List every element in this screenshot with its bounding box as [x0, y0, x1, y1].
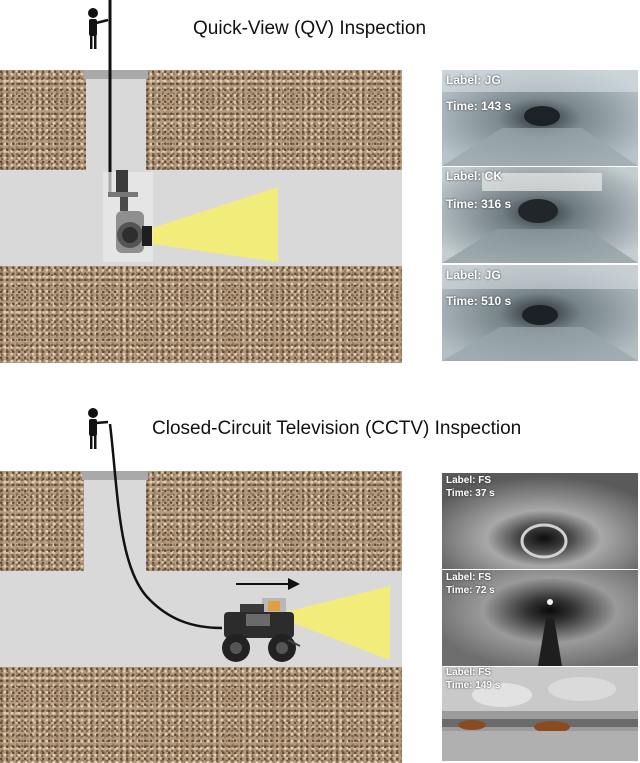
cctv-frame-2: Label: FS Time: 72 s: [442, 570, 638, 666]
pipe-frame-image: [442, 265, 638, 361]
arrow-right-icon: [236, 578, 300, 590]
frame-time: Time: 316 s: [446, 197, 512, 211]
manhole-cap: [84, 70, 148, 79]
manhole-shaft: [86, 78, 146, 170]
cctv-title: Closed-Circuit Television (CCTV) Inspect…: [152, 418, 522, 439]
manhole-shaft: [84, 478, 146, 571]
pipe-frame-image: [442, 473, 638, 569]
pipe-frame-image: [442, 667, 638, 761]
frame-label: Label: JG: [446, 268, 501, 282]
qv-frame-1: Label: JG Time: 143 s: [442, 70, 638, 166]
frame-time: Time: 149 s: [446, 680, 501, 691]
operator-icon: [88, 408, 109, 449]
qv-frame-3: Label: JG Time: 510 s: [442, 265, 638, 361]
cctv-frame-3: Label: FS Time: 149 s: [442, 667, 638, 761]
frame-label: Label: CK: [446, 169, 503, 183]
soil-left: [0, 471, 84, 571]
soil-right: [146, 471, 402, 571]
frame-time: Time: 72 s: [446, 585, 495, 596]
frame-label: Label: FS: [446, 475, 492, 486]
frame-label: Label: JG: [446, 73, 501, 87]
soil-left: [0, 70, 86, 170]
qv-camera-icon: [103, 170, 153, 262]
frame-label: Label: FS: [446, 572, 492, 583]
light-beam: [152, 187, 278, 262]
soil-bottom: [0, 667, 402, 763]
operator-icon: [88, 8, 109, 49]
pipe-frame-image: [442, 167, 638, 263]
qv-title: Quick-View (QV) Inspection: [193, 18, 427, 39]
soil-right: [146, 70, 402, 170]
pipe-frame-image: [442, 70, 638, 166]
qv-frame-2: Label: CK Time: 316 s: [442, 167, 638, 263]
qv-equipment: [88, 0, 278, 262]
frame-label: Label: FS: [446, 667, 492, 678]
frame-time: Time: 143 s: [446, 99, 512, 113]
soil-bottom: [0, 266, 402, 363]
camera-cable: [108, 423, 223, 630]
cctv-equipment: [88, 408, 390, 662]
cctv-frame-1: Label: FS Time: 37 s: [442, 473, 638, 569]
light-beam: [285, 586, 390, 660]
pipe-frame-image: [442, 570, 638, 666]
frame-time: Time: 510 s: [446, 294, 512, 308]
crawler-robot-icon: [222, 598, 301, 662]
frame-time: Time: 37 s: [446, 488, 495, 499]
